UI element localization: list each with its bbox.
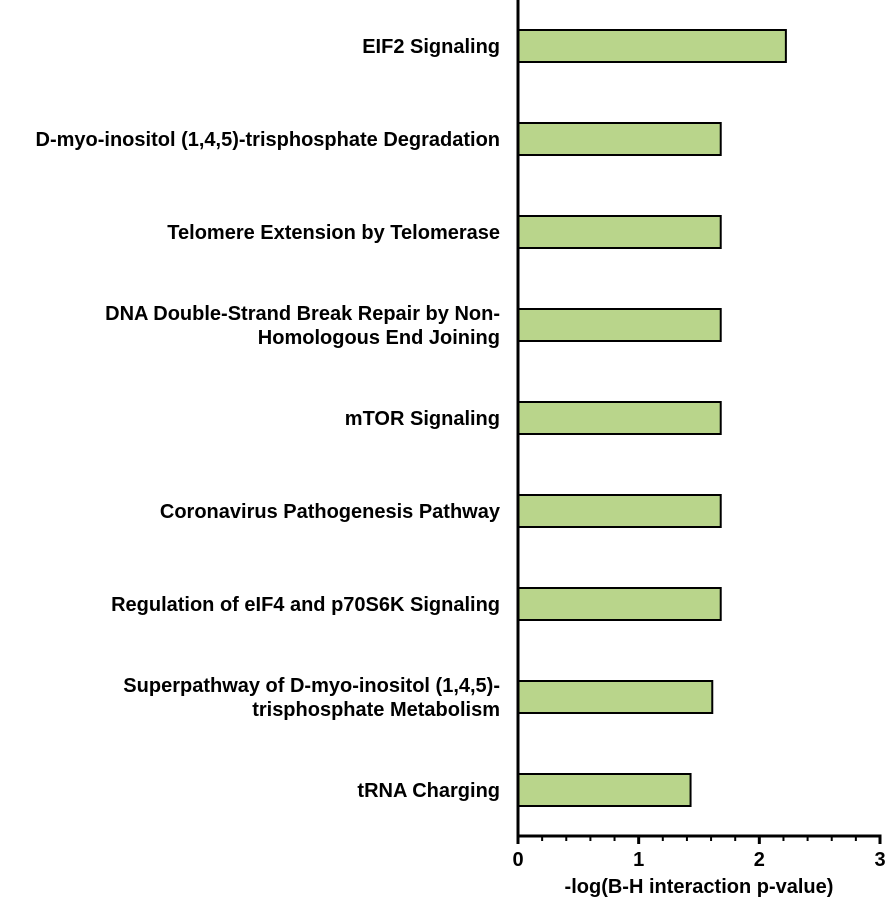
category-label-3: DNA Double-Strand Break Repair by Non-Ho… [105,303,500,349]
category-label-line: Coronavirus Pathogenesis Pathway [160,501,501,523]
bar-2 [517,215,722,249]
category-label-line: D-myo-inositol (1,4,5)-trisphosphate Deg… [36,129,500,151]
bar-3 [517,308,722,342]
x-axis-title: -log(B-H interaction p-value) [565,876,834,898]
x-axis-ticks: 0 1 2 3 [512,836,886,871]
category-label-line: DNA Double-Strand Break Repair by Non- [105,303,500,325]
category-label-7: Superpathway of D-myo-inositol (1,4,5)-t… [123,675,500,721]
bar-8 [517,773,692,807]
category-label-line: Regulation of eIF4 and p70S6K Signaling [111,594,500,616]
x-tick-label-0: 0 [512,849,523,871]
category-label-0: EIF2 Signaling [362,36,500,58]
category-label-5: Coronavirus Pathogenesis Pathway [160,501,501,523]
category-label-6: Regulation of eIF4 and p70S6K Signaling [111,594,500,616]
bar-5 [517,494,722,528]
bar-4 [517,401,722,435]
x-tick-label-1: 1 [633,849,644,871]
category-label-1: D-myo-inositol (1,4,5)-trisphosphate Deg… [36,129,500,151]
category-label-line: Telomere Extension by Telomerase [167,222,500,244]
x-tick-label-2: 2 [754,849,765,871]
category-label-line: mTOR Signaling [345,408,500,430]
category-label-8: tRNA Charging [357,780,500,802]
category-label-line: trisphosphate Metabolism [252,699,500,721]
category-label-line: tRNA Charging [357,780,500,802]
bar-0 [517,29,787,63]
bar-1 [517,122,722,156]
bar-6 [517,587,722,621]
category-label-line: Homologous End Joining [258,327,500,349]
x-tick-label-3: 3 [874,849,885,871]
category-label-line: EIF2 Signaling [362,36,500,58]
category-label-2: Telomere Extension by Telomerase [167,222,500,244]
bar-7 [517,680,714,714]
category-label-line: Superpathway of D-myo-inositol (1,4,5)- [123,675,500,697]
category-label-4: mTOR Signaling [345,408,500,430]
bars-group [517,29,787,807]
